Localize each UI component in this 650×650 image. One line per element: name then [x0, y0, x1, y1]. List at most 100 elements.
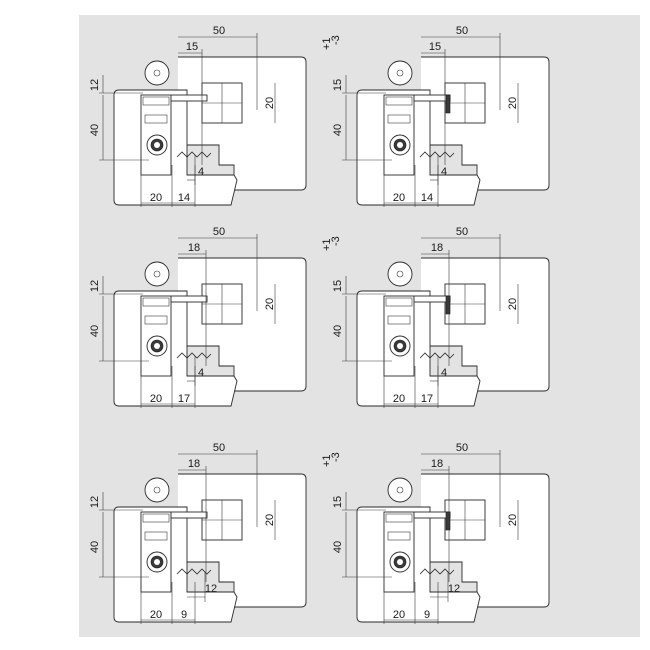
- dim-left-height: 40: [89, 124, 101, 136]
- stop-strip: [445, 295, 451, 315]
- dim-bottom-right: 17: [421, 393, 433, 405]
- hinge-arm: [413, 94, 451, 102]
- dim-right-height: 20: [507, 514, 519, 526]
- dim-gap: 4: [441, 367, 447, 379]
- dim-bottom-right: 9: [424, 609, 430, 621]
- dim-left-height: 40: [332, 124, 344, 136]
- door-leaf-outline: [421, 473, 550, 608]
- dim-gap: 4: [198, 166, 204, 178]
- knuckle-pin: [153, 486, 161, 494]
- knuckle-circle: [387, 477, 413, 503]
- adjust-slot: [385, 96, 413, 106]
- hinge-slot: [144, 315, 168, 325]
- hinge-arm: [413, 295, 451, 303]
- dim-gap: 12: [205, 583, 217, 595]
- dim-bottom-left: 20: [393, 192, 405, 204]
- knuckle-pin: [153, 270, 161, 278]
- seal-profile: [419, 151, 455, 158]
- hinge-arm: [170, 94, 208, 102]
- tolerance-plus: +1: [321, 37, 333, 50]
- dim-top-offset: 18: [431, 458, 443, 470]
- dim-top-width: 50: [213, 25, 225, 37]
- knuckle-circle: [387, 261, 413, 287]
- hinge-arm: [413, 511, 451, 519]
- hinge-panel-r2-right: 50 18 15 +1-3 40 20 4 20 17: [321, 226, 550, 408]
- door-leaf-outline: [178, 473, 307, 608]
- hinge-slot: [387, 531, 411, 541]
- knuckle-pin: [396, 270, 404, 278]
- dim-left-top: 12: [89, 79, 101, 91]
- dim-bottom-left: 20: [393, 609, 405, 621]
- dim-top-width: 50: [456, 442, 468, 454]
- dim-bottom-left: 20: [393, 393, 405, 405]
- knuckle-pin: [153, 69, 161, 77]
- hinge-bolt-hole: [154, 142, 160, 148]
- dim-bottom-right: 14: [421, 192, 433, 204]
- dim-bottom-left: 20: [150, 192, 162, 204]
- adjust-slot: [142, 513, 170, 523]
- hinge-bolt-hole: [397, 343, 403, 349]
- hinge-arm: [170, 295, 208, 303]
- dim-top-offset: 15: [429, 41, 441, 53]
- dim-top-width: 50: [456, 226, 468, 238]
- adjust-slot: [385, 513, 413, 523]
- hinge-body: [383, 94, 415, 176]
- dim-left-height: 40: [332, 541, 344, 553]
- knuckle-circle: [144, 477, 170, 503]
- dim-bottom-left: 20: [150, 609, 162, 621]
- dim-right-height: 20: [264, 97, 276, 109]
- hinge-arm: [170, 511, 208, 519]
- hinge-slot: [387, 315, 411, 325]
- dim-right-height: 20: [264, 514, 276, 526]
- dim-left-height: 40: [89, 325, 101, 337]
- dim-left-top: 12: [89, 496, 101, 508]
- adjust-slot: [142, 96, 170, 106]
- tolerance-plus: +1: [321, 238, 333, 251]
- dim-right-height: 20: [507, 97, 519, 109]
- dim-right-height: 20: [507, 298, 519, 310]
- tolerance-minus: -3: [330, 236, 342, 246]
- adjust-slot: [385, 297, 413, 307]
- knuckle-circle: [144, 60, 170, 86]
- hinge-slot: [387, 114, 411, 124]
- hinge-slot: [144, 531, 168, 541]
- tolerance-minus: -3: [330, 35, 342, 45]
- dim-bottom-right: 14: [178, 192, 190, 204]
- hinge-slot: [144, 114, 168, 124]
- dim-left-top: 15: [332, 280, 344, 292]
- dim-bottom-right: 9: [181, 609, 187, 621]
- seal-profile: [176, 151, 212, 158]
- dim-top-offset: 18: [431, 242, 443, 254]
- hinge-bolt-hole: [397, 559, 403, 565]
- dim-top-width: 50: [456, 25, 468, 37]
- dim-left-top: 12: [89, 280, 101, 292]
- dim-bottom-right: 17: [178, 393, 190, 405]
- dim-left-top: 15: [332, 496, 344, 508]
- tolerance-minus: -3: [330, 452, 342, 462]
- knuckle-pin: [396, 69, 404, 77]
- dim-bottom-left: 20: [150, 393, 162, 405]
- hinge-bolt-hole: [154, 559, 160, 565]
- knuckle-pin: [396, 486, 404, 494]
- hinge-panel-r3-right: 50 18 15 +1-3 40 20 12 20 9: [321, 442, 550, 624]
- dim-left-top: 15: [332, 79, 344, 91]
- dim-top-width: 50: [213, 226, 225, 238]
- hinge-bolt-hole: [154, 343, 160, 349]
- hinge-bolt-hole: [397, 142, 403, 148]
- dim-gap: 4: [198, 367, 204, 379]
- dim-top-offset: 18: [188, 458, 200, 470]
- stop-strip: [445, 94, 451, 114]
- tolerance-plus: +1: [321, 454, 333, 467]
- adjust-slot: [142, 297, 170, 307]
- knuckle-circle: [144, 261, 170, 287]
- dim-left-height: 40: [332, 325, 344, 337]
- dim-top-offset: 18: [188, 242, 200, 254]
- dim-gap: 12: [448, 583, 460, 595]
- dim-left-height: 40: [89, 541, 101, 553]
